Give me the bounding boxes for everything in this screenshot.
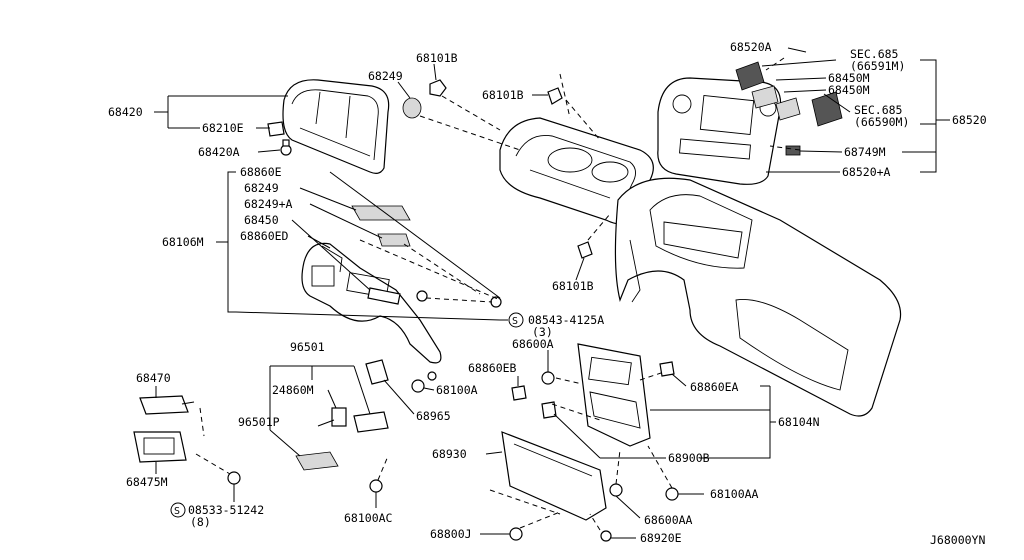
label-68965: 68965	[416, 409, 451, 423]
label-08543: 08543-4125A	[528, 313, 604, 327]
center-bezel-68520-part	[657, 77, 782, 185]
screw-68100AA-part	[665, 487, 679, 501]
knob-68450-part	[367, 287, 401, 305]
screw-08543-part	[416, 290, 502, 308]
upper-instrument-panel-part	[499, 117, 654, 225]
label-sec685-2: SEC.685	[854, 103, 902, 117]
screw-symbol-letter-2: S	[174, 506, 180, 517]
label-68520-plus-a: 68520+A	[842, 165, 891, 179]
label-68450M-b: 68450M	[828, 83, 870, 97]
label-sec685-2-ref: (66590M)	[854, 115, 909, 129]
label-sec685-1: SEC.685	[850, 47, 898, 61]
label-68210E: 68210E	[202, 121, 244, 135]
label-68450: 68450	[244, 213, 279, 227]
screw-68600AA-part	[609, 483, 623, 497]
switch-68749M-part	[785, 145, 801, 156]
label-68860ED: 68860ED	[240, 229, 289, 243]
label-68100AA: 68100AA	[710, 487, 759, 501]
label-68101B-mid: 68101B	[482, 88, 524, 102]
knob-68450M-part	[751, 85, 801, 121]
label-68900B: 68900B	[668, 451, 710, 465]
screw-symbol-circle-2	[170, 502, 186, 518]
clip-68860EA-part	[659, 361, 675, 377]
screw-68600A-part	[541, 371, 555, 385]
label-sec685-1-ref: (66591M)	[850, 59, 905, 73]
label-68249A-list: 68249+A	[244, 197, 293, 211]
leader-lines	[154, 47, 950, 539]
label-08533: 08533-51242	[188, 503, 264, 517]
label-68860EB: 68860EB	[468, 361, 517, 375]
label-68520: 68520	[952, 113, 987, 127]
screw-68100A-part	[411, 371, 437, 393]
screw-68100AC-part	[369, 479, 383, 493]
pocket-68475M-part	[133, 431, 187, 463]
label-08533-qty: (8)	[190, 515, 211, 529]
clip-68101B-mid-part	[547, 87, 563, 105]
tray-96501P-part	[295, 451, 339, 471]
lower-instrument-panel-68106M-part	[301, 242, 442, 364]
label-68475M: 68475M	[126, 475, 168, 489]
screw-68800J-part	[509, 527, 523, 541]
label-68106M: 68106M	[162, 235, 204, 249]
label-68450M-a: 68450M	[828, 71, 870, 85]
label-68420A: 68420A	[198, 145, 240, 159]
assembly-dashed-lines	[195, 57, 801, 531]
label-68860E: 68860E	[240, 165, 282, 179]
lower-cover-68930-part	[501, 431, 607, 521]
label-68100A: 68100A	[436, 383, 478, 397]
label-68930: 68930	[432, 447, 467, 461]
label-68920E: 68920E	[640, 531, 682, 545]
clip-68101B-bottom-part	[577, 241, 593, 259]
clip-68101B-top-part	[429, 79, 447, 97]
label-68101B-top: 68101B	[416, 51, 458, 65]
vent-sec685-part	[811, 91, 843, 127]
socket-24860M-part	[317, 407, 347, 427]
label-68800J: 68800J	[430, 527, 472, 541]
label-68101B-bottom: 68101B	[552, 279, 594, 293]
label-68100AC: 68100AC	[344, 511, 393, 525]
screw-68420A-part	[280, 139, 292, 156]
label-68600AA: 68600AA	[644, 513, 693, 527]
label-96501P: 96501P	[238, 415, 280, 429]
label-96501: 96501	[290, 340, 325, 354]
label-68749M: 68749M	[844, 145, 886, 159]
label-68520A: 68520A	[730, 40, 772, 54]
clip-68860EB-part	[511, 385, 527, 401]
diagram-id: J68000YN	[930, 533, 985, 547]
label-68104N: 68104N	[778, 415, 820, 429]
lower-panel-68104N-part	[577, 343, 651, 447]
label-24860M: 24860M	[272, 383, 314, 397]
bracket-68470-part	[139, 395, 195, 415]
part-labels: 68420 68210E 68420A 68249 68101B 68101B …	[108, 40, 987, 547]
label-08543-qty: (3)	[532, 325, 553, 339]
label-68470: 68470	[136, 371, 171, 385]
meter-hood-part	[282, 79, 390, 174]
screw-68920E-part	[600, 530, 612, 542]
label-68860EA: 68860EA	[690, 380, 739, 394]
bracket-96501-part	[353, 411, 389, 433]
pads-68249-part	[351, 205, 411, 247]
label-68600A: 68600A	[512, 337, 554, 351]
clip-68210E-part	[267, 121, 285, 137]
screw-symbol-circle	[508, 312, 524, 328]
label-68249-top: 68249	[368, 69, 403, 83]
label-68249-list: 68249	[244, 181, 279, 195]
vent-68520A-part	[735, 61, 765, 91]
lid-68965-part	[365, 359, 389, 385]
label-68420: 68420	[108, 105, 143, 119]
screw-symbol-letter: S	[512, 316, 518, 327]
dashboard-main-part	[614, 177, 902, 417]
pad-68249-part	[402, 97, 422, 119]
